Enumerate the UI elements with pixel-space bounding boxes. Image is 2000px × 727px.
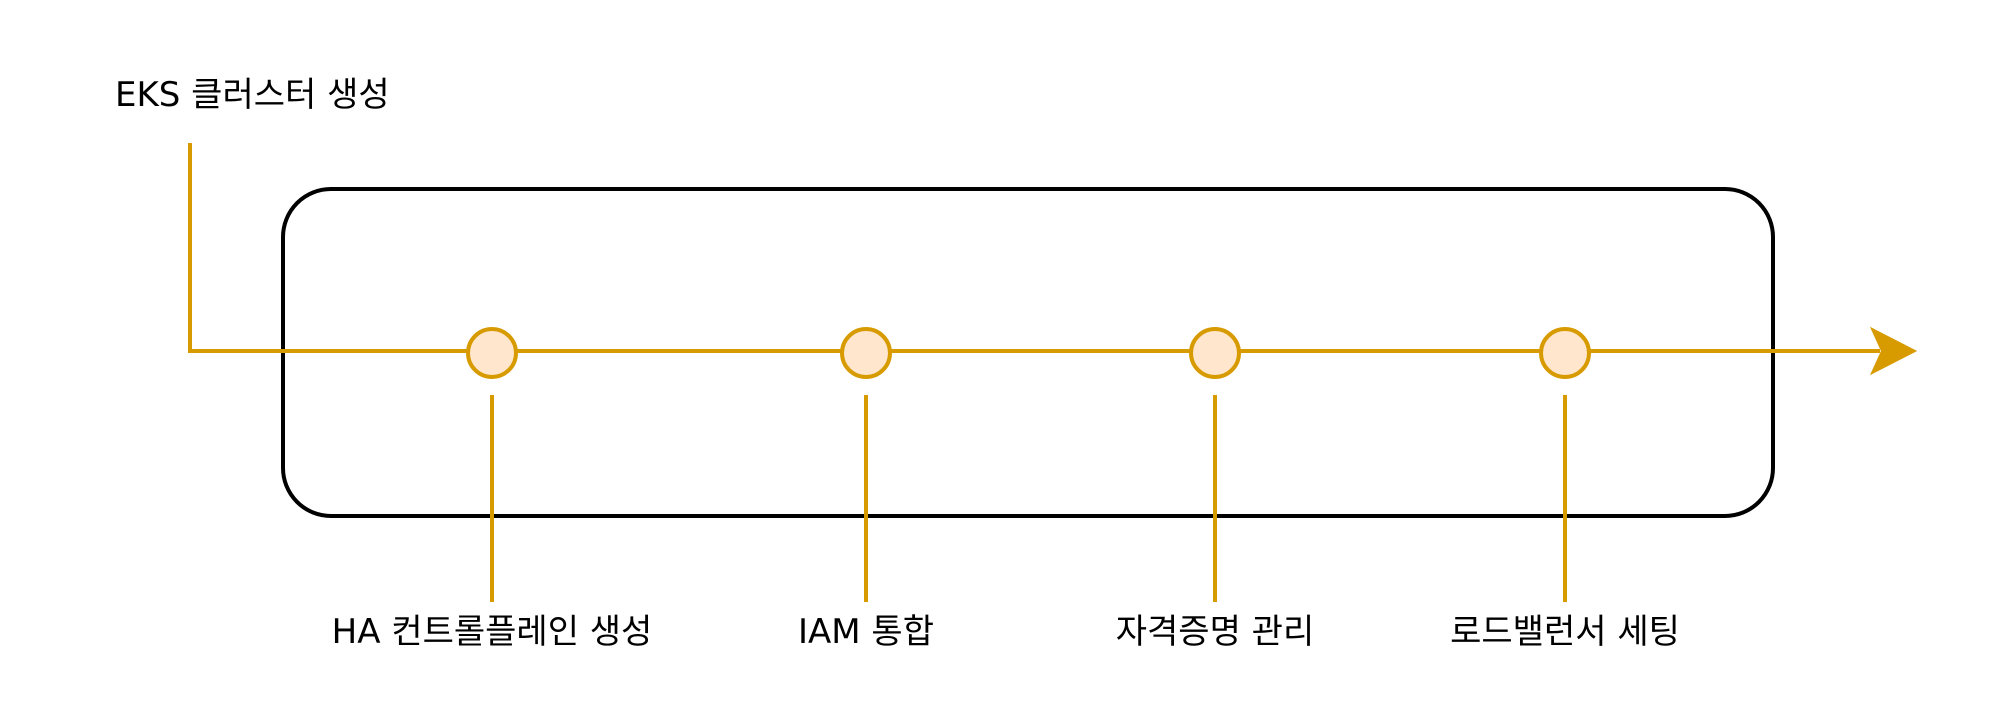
milestone-marker [840, 327, 892, 379]
start-label: EKS 클러스터 생성 [115, 75, 390, 115]
milestone-load-balancer-setup: 로드밸런서 세팅 [1450, 327, 1680, 652]
milestone-marker [1189, 327, 1241, 379]
milestone-label: 로드밸런서 세팅 [1450, 612, 1680, 652]
milestone-label: IAM 통합 [798, 612, 934, 652]
milestone-label: 자격증명 관리 [1116, 612, 1315, 652]
timeline-line [188, 143, 1880, 353]
milestone-label: HA 컨트롤플레인 생성 [332, 612, 653, 652]
milestone-credential-management: 자격증명 관리 [1116, 327, 1315, 652]
milestone-iam-integration: IAM 통합 [798, 327, 934, 652]
milestone-ha-control-plane: HA 컨트롤플레인 생성 [332, 327, 653, 652]
milestone-marker [1539, 327, 1591, 379]
timeline-arrowhead-icon [1869, 326, 1918, 376]
milestone-marker [466, 327, 518, 379]
